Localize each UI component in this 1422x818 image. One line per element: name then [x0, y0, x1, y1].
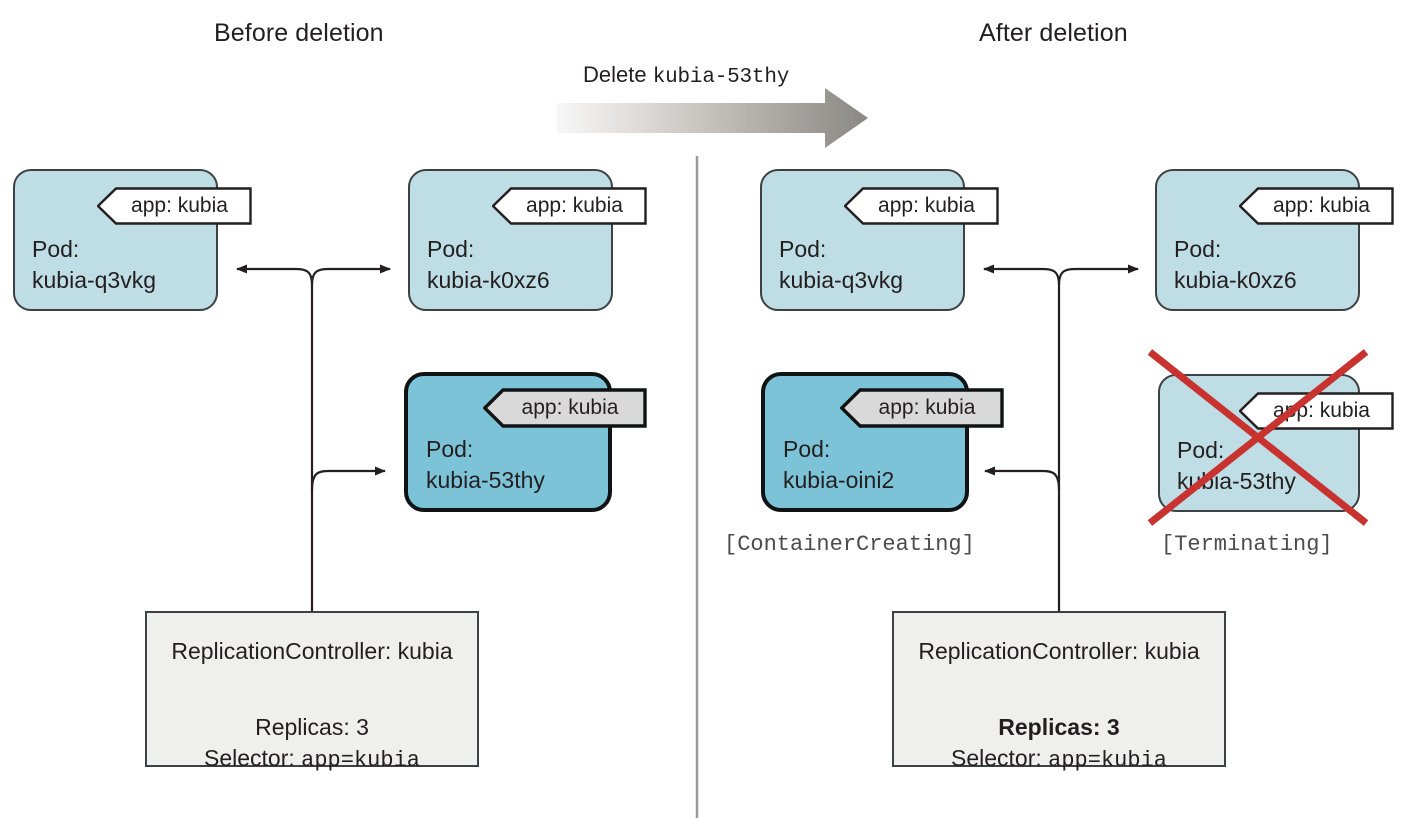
pod-after-kubia-q3vkg-label-text: app: kubia — [878, 194, 975, 217]
pod-before-kubia-q3vkg-label-tag[interactable]: app: kubia — [97, 187, 252, 225]
replication-controller-after[interactable]: ReplicationController: kubia Replicas: 3… — [892, 611, 1226, 773]
pod-before-kubia-53thy-label-tag[interactable]: app: kubia — [483, 388, 647, 428]
pod-before-kubia-k0xz6-label-tag[interactable]: app: kubia — [492, 187, 647, 225]
rc-before-replicas: Replicas: 3 — [255, 714, 369, 741]
pod-before-kubia-k0xz6-label-text: app: kubia — [526, 194, 623, 217]
pod-after-kubia-oini2-label-tag[interactable]: app: kubia — [840, 388, 1004, 428]
pod-label-prefix: Pod: — [779, 236, 827, 262]
tag-outline — [844, 187, 999, 225]
pod-name: kubia-53thy — [1177, 468, 1296, 494]
rc-after-replicas-label: Replicas: — [998, 714, 1107, 740]
rc-before-selector: Selector: app=kubia — [204, 745, 420, 773]
pod-after-kubia-53thy-label-tag[interactable]: app: kubia — [1239, 392, 1394, 430]
panel-title-before: Before deletion — [214, 19, 384, 47]
pod-label-prefix: Pod: — [1177, 437, 1225, 463]
pod-before-kubia-53thy-label-text: app: kubia — [521, 396, 619, 419]
rc-before-replicas-value: 3 — [356, 714, 369, 740]
rc-before-selector-value: app=kubia — [301, 748, 420, 773]
tag-outline — [492, 187, 647, 225]
pod-label-prefix: Pod: — [427, 236, 475, 262]
pod-after-kubia-k0xz6-label-text: app: kubia — [1273, 194, 1370, 217]
tag-outline — [840, 388, 1004, 428]
rc-before-selector-label: Selector: — [204, 745, 302, 771]
pod-after-kubia-q3vkg-text: Pod: kubia-q3vkg — [779, 234, 903, 296]
status-container-creating: [ContainerCreating] — [724, 532, 975, 557]
before-connector-tree — [236, 264, 391, 613]
rc-after-selector-value: app=kubia — [1048, 748, 1167, 773]
pod-before-kubia-q3vkg-label-text: app: kubia — [131, 194, 228, 217]
delete-action-target: kubia-53thy — [652, 66, 790, 89]
replication-controller-before[interactable]: ReplicationController: kubia Replicas: 3… — [145, 611, 479, 773]
pod-after-kubia-oini2-text: Pod: kubia-oini2 — [783, 434, 894, 496]
rc-after-selector-label: Selector: — [951, 745, 1049, 771]
after-connector-tree — [983, 264, 1139, 613]
pod-before-kubia-q3vkg-text: Pod: kubia-q3vkg — [32, 234, 156, 296]
rc-after-title: ReplicationController: kubia — [918, 638, 1200, 664]
status-terminating: [Terminating] — [1161, 532, 1333, 557]
rc-after-replicas-value: 3 — [1106, 714, 1120, 740]
tag-outline — [483, 388, 647, 428]
pod-name: kubia-k0xz6 — [427, 267, 550, 293]
tag-outline — [97, 187, 252, 225]
pod-after-kubia-oini2-label-text: app: kubia — [878, 396, 976, 419]
pod-after-kubia-53thy-label-text: app: kubia — [1273, 399, 1370, 422]
pod-after-kubia-q3vkg-label-tag[interactable]: app: kubia — [844, 187, 999, 225]
pod-name: kubia-q3vkg — [779, 267, 904, 293]
pod-after-kubia-53thy-text: Pod: kubia-53thy — [1177, 435, 1296, 497]
rc-before-replicas-label: Replicas: — [255, 714, 357, 740]
pod-label-prefix: Pod: — [32, 236, 80, 262]
rc-after-replicas: Replicas: 3 — [998, 714, 1119, 741]
tag-outline — [1239, 187, 1394, 225]
pod-name: kubia-oini2 — [783, 467, 895, 493]
rc-before-title: ReplicationController: kubia — [171, 638, 453, 664]
delete-action-caption: Delete kubia-53thy — [583, 62, 789, 89]
pod-label-prefix: Pod: — [426, 436, 474, 462]
pod-name: kubia-53thy — [426, 467, 545, 493]
pod-after-kubia-k0xz6-text: Pod: kubia-k0xz6 — [1174, 234, 1297, 296]
delete-action-verb: Delete — [583, 62, 653, 87]
pod-name: kubia-q3vkg — [32, 267, 157, 293]
delete-flow-arrow — [557, 88, 868, 148]
pod-before-kubia-k0xz6-text: Pod: kubia-k0xz6 — [427, 234, 550, 296]
pod-name: kubia-k0xz6 — [1174, 267, 1297, 293]
pod-label-prefix: Pod: — [1174, 236, 1222, 262]
pod-after-kubia-k0xz6-label-tag[interactable]: app: kubia — [1239, 187, 1394, 225]
panel-title-after: After deletion — [979, 19, 1128, 47]
rc-after-selector: Selector: app=kubia — [951, 745, 1167, 773]
pod-label-prefix: Pod: — [783, 436, 831, 462]
pod-before-kubia-53thy-text: Pod: kubia-53thy — [426, 434, 545, 496]
